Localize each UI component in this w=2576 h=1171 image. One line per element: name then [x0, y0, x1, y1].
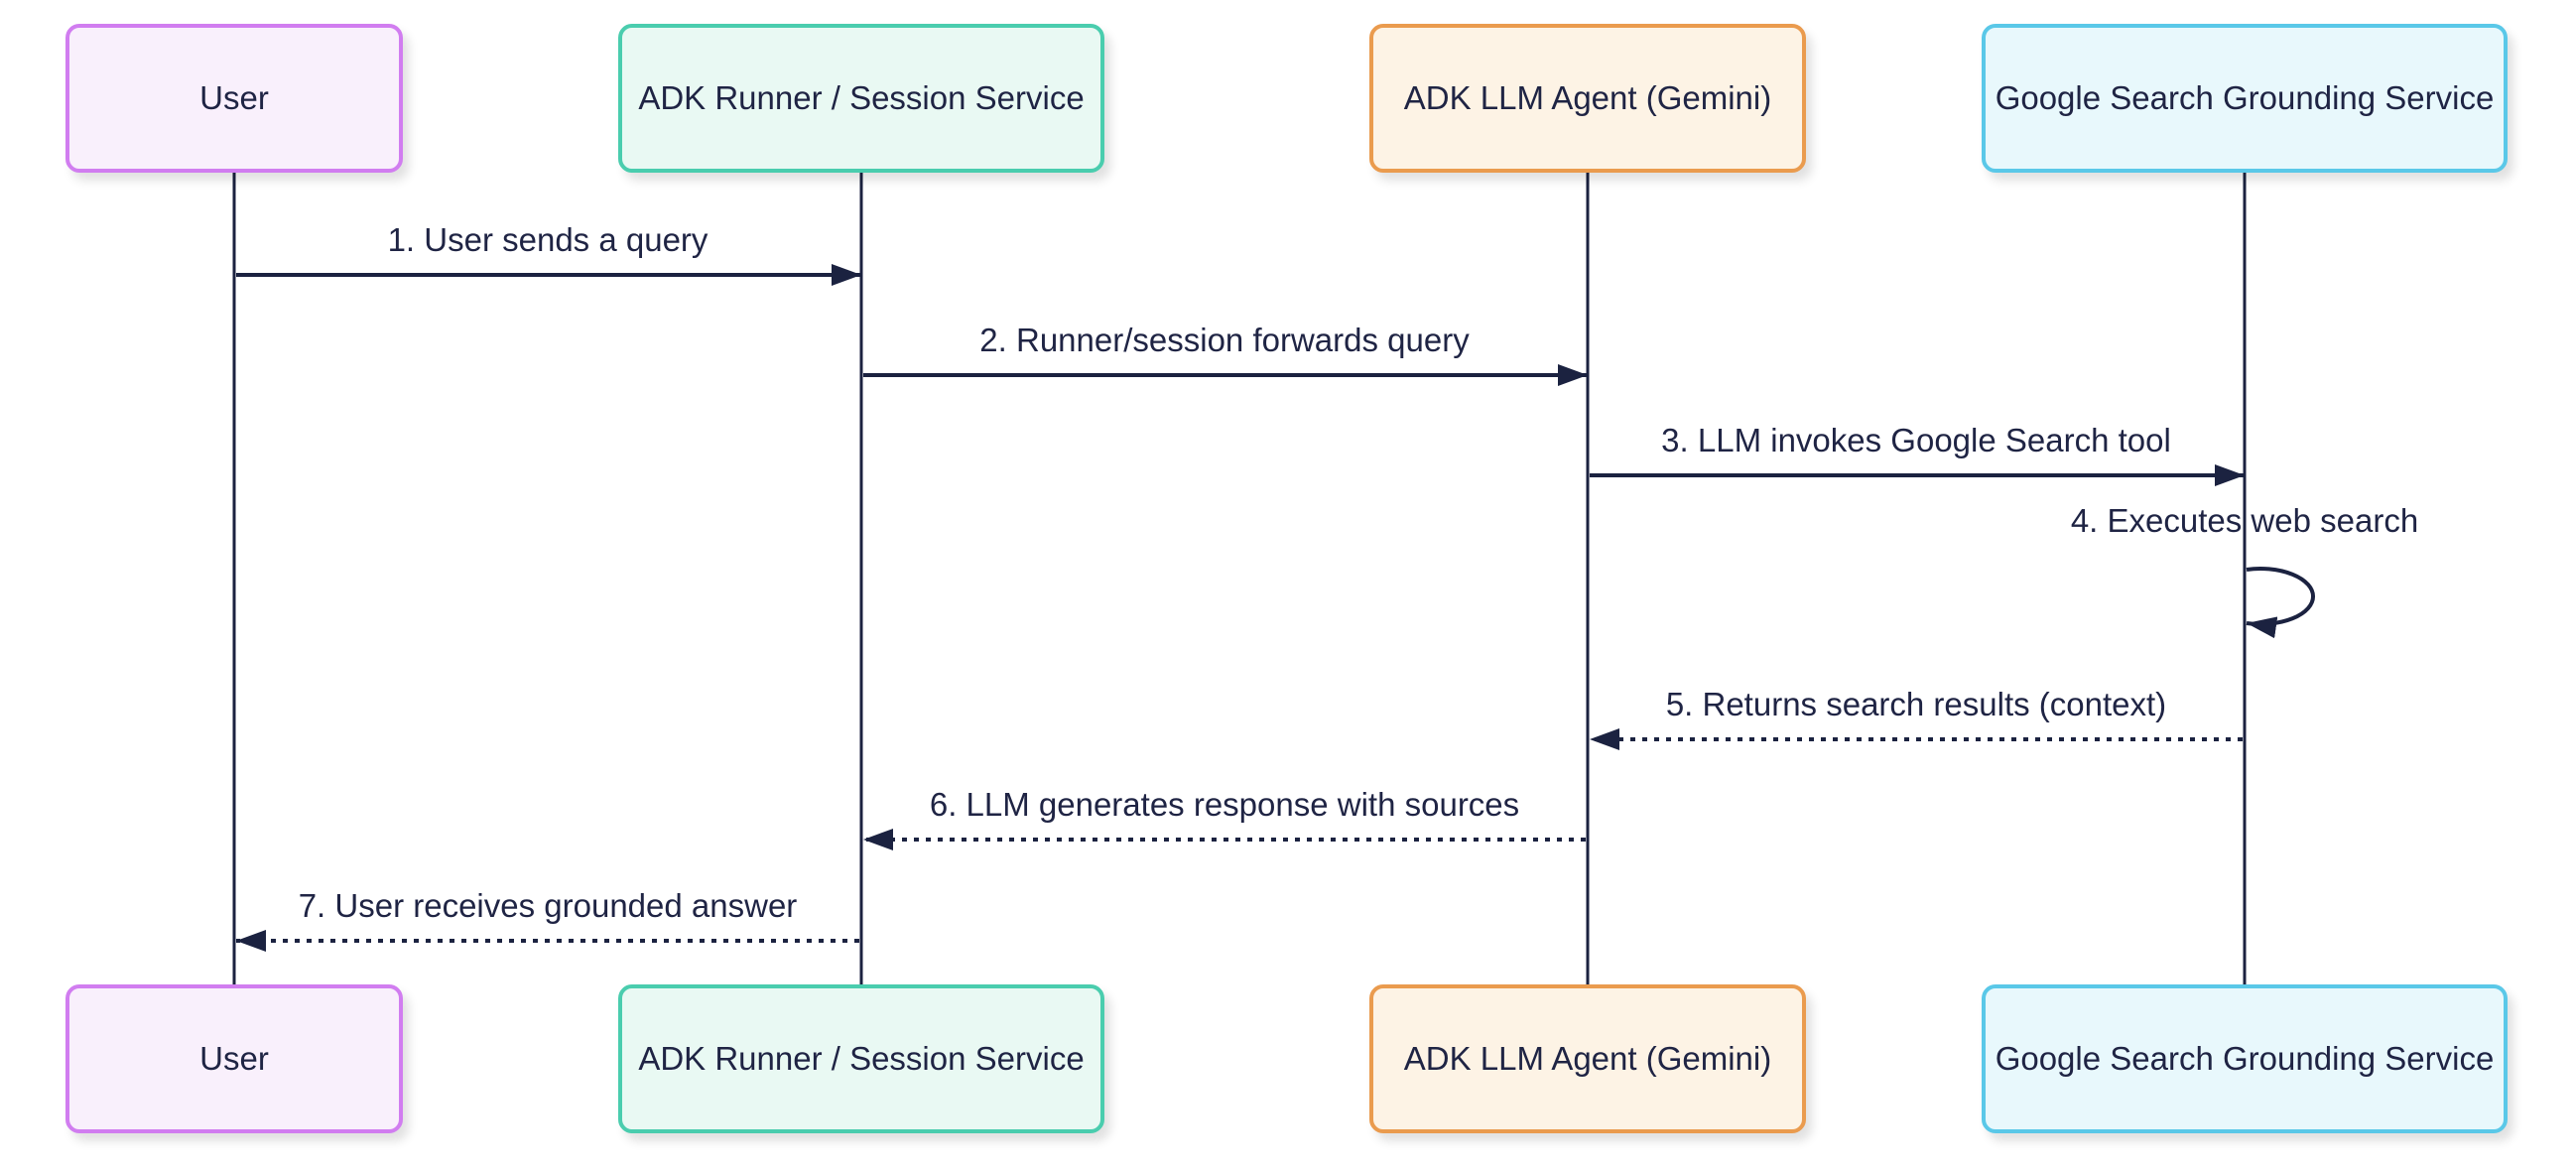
actor-runner-bottom: ADK Runner / Session Service [618, 984, 1104, 1133]
actor-llm-top: ADK LLM Agent (Gemini) [1369, 24, 1806, 173]
actor-google-bottom-label: Google Search Grounding Service [1995, 1040, 2495, 1077]
actor-user-top: User [65, 24, 403, 173]
message-2-label: 2. Runner/session forwards query [979, 322, 1470, 358]
actor-llm-top-label: ADK LLM Agent (Gemini) [1403, 79, 1772, 116]
actor-llm-bottom: ADK LLM Agent (Gemini) [1369, 984, 1806, 1133]
message-5-label: 5. Returns search results (context) [1665, 686, 2167, 722]
actor-google-top: Google Search Grounding Service [1982, 24, 2508, 173]
message-3-label: 3. LLM invokes Google Search tool [1661, 422, 2171, 458]
message-6-label: 6. LLM generates response with sources [929, 786, 1520, 823]
actor-google-bottom: Google Search Grounding Service [1982, 984, 2508, 1133]
actor-user-bottom: User [65, 984, 403, 1133]
actor-user-top-label: User [199, 79, 269, 116]
actor-google-top-label: Google Search Grounding Service [1995, 79, 2495, 116]
message-7-label: 7. User receives grounded answer [298, 887, 798, 924]
actor-runner-top: ADK Runner / Session Service [618, 24, 1104, 173]
actor-runner-top-label: ADK Runner / Session Service [638, 79, 1085, 116]
message-4-self-loop-arrow [2246, 567, 2315, 639]
message-4-label: 4. Executes web search [2070, 502, 2419, 539]
actor-user-bottom-label: User [199, 1040, 269, 1077]
message-1-label: 1. User sends a query [387, 221, 708, 258]
actor-runner-bottom-label: ADK Runner / Session Service [638, 1040, 1085, 1077]
actor-llm-bottom-label: ADK LLM Agent (Gemini) [1403, 1040, 1772, 1077]
